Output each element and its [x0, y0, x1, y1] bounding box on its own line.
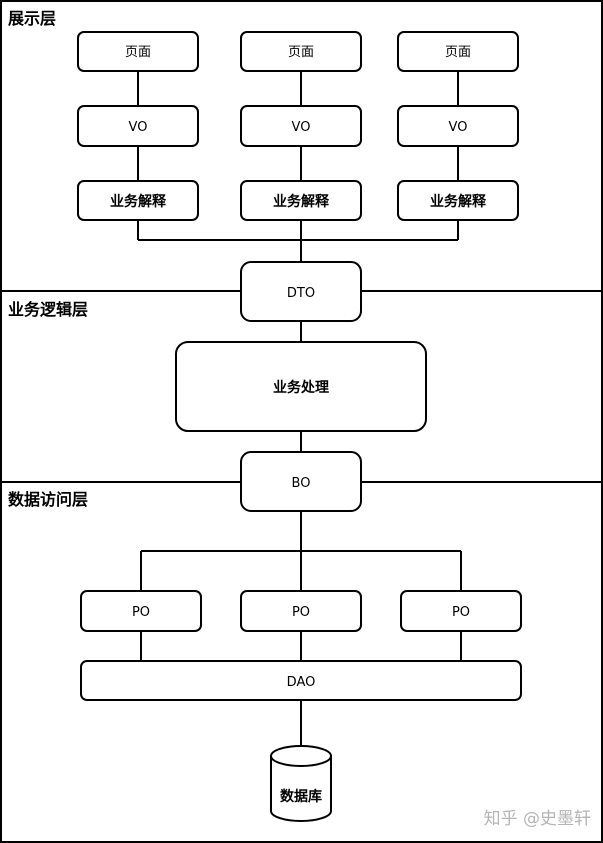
vo-box-3: VO: [397, 105, 519, 147]
interpret-label: 业务解释: [430, 193, 487, 210]
dto-box: DTO: [240, 261, 362, 322]
page-label: 页面: [288, 45, 314, 60]
data-access-layer-title: 数据访问层: [8, 490, 88, 509]
presentation-layer-title: 展示层: [8, 9, 56, 28]
vo-label: VO: [449, 120, 468, 135]
interpret-box-1: 业务解释: [77, 180, 199, 221]
interpret-label: 业务解释: [273, 193, 330, 210]
po-box-1: PO: [80, 590, 202, 632]
process-label: 业务处理: [273, 379, 329, 396]
database-label: 数据库: [280, 788, 322, 805]
po-label: PO: [132, 605, 150, 620]
po-label: PO: [292, 605, 310, 620]
bo-box: BO: [240, 451, 362, 512]
page-label: 页面: [445, 45, 471, 60]
dto-label: DTO: [287, 286, 315, 301]
business-layer-title: 业务逻辑层: [8, 300, 88, 319]
page-box-2: 页面: [240, 31, 362, 72]
dao-box: DAO: [80, 660, 522, 701]
page-box-3: 页面: [397, 31, 519, 72]
process-box: 业务处理: [175, 341, 427, 432]
page-label: 页面: [125, 45, 151, 60]
vo-label: VO: [292, 120, 311, 135]
vo-box-1: VO: [77, 105, 199, 147]
po-box-3: PO: [400, 590, 522, 632]
bo-label: BO: [292, 476, 311, 491]
po-label: PO: [452, 605, 470, 620]
po-box-2: PO: [240, 590, 362, 632]
vo-box-2: VO: [240, 105, 362, 147]
database-icon: 数据库: [270, 745, 332, 822]
connectors: [137, 71, 462, 748]
interpret-box-2: 业务解释: [240, 180, 362, 221]
dao-label: DAO: [287, 675, 316, 690]
page-box-1: 页面: [77, 31, 199, 72]
vo-label: VO: [129, 120, 148, 135]
interpret-box-3: 业务解释: [397, 180, 519, 221]
interpret-label: 业务解释: [110, 193, 167, 210]
watermark-text: 知乎 @史墨轩: [483, 809, 591, 829]
